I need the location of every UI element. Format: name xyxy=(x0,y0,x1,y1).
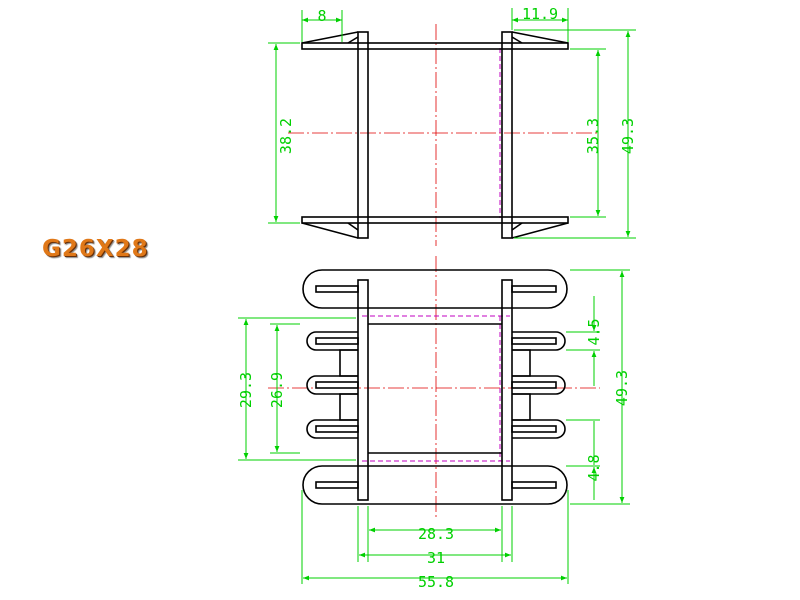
top-view-centerlines xyxy=(288,24,600,246)
front-view-centerlines xyxy=(268,256,600,518)
dim-bottom-gap: 4.8 xyxy=(585,454,603,481)
dim-inner-width: 28.3 xyxy=(418,525,454,543)
dim-total-height-top: 49.3 xyxy=(619,118,637,154)
dim-left-outer: 29.3 xyxy=(237,372,255,408)
dim-total-width: 55.8 xyxy=(418,573,454,591)
part-number-label: G26X28 xyxy=(42,236,149,262)
dim-core-width: 31 xyxy=(427,549,445,567)
dim-pin-pitch: 4.5 xyxy=(585,318,603,345)
right-pin-fingers xyxy=(511,331,566,439)
front-view-dimension-labels: 4.5 49.3 29.3 26.9 4.8 28.3 31 55.8 xyxy=(237,318,631,591)
dim-inner-height: 38.2 xyxy=(277,118,295,154)
dim-window-height: 35.3 xyxy=(584,118,602,154)
front-view: 4.5 49.3 29.3 26.9 4.8 28.3 31 55.8 xyxy=(237,256,631,591)
top-view-dimension-labels: 8 11.9 38.2 35.3 49.3 xyxy=(277,5,637,154)
dim-flange-left: 8 xyxy=(317,7,326,25)
left-pin-fingers xyxy=(306,331,359,439)
top-view-dimensions xyxy=(268,8,636,239)
front-view-outline xyxy=(302,269,568,505)
dim-flange-right: 11.9 xyxy=(522,5,558,23)
dim-total-height-front: 49.3 xyxy=(613,370,631,406)
dim-left-inner: 26.9 xyxy=(268,372,286,408)
top-view: 8 11.9 38.2 35.3 49.3 xyxy=(268,5,637,246)
top-view-outline xyxy=(301,31,569,239)
front-view-dimensions xyxy=(238,269,630,584)
